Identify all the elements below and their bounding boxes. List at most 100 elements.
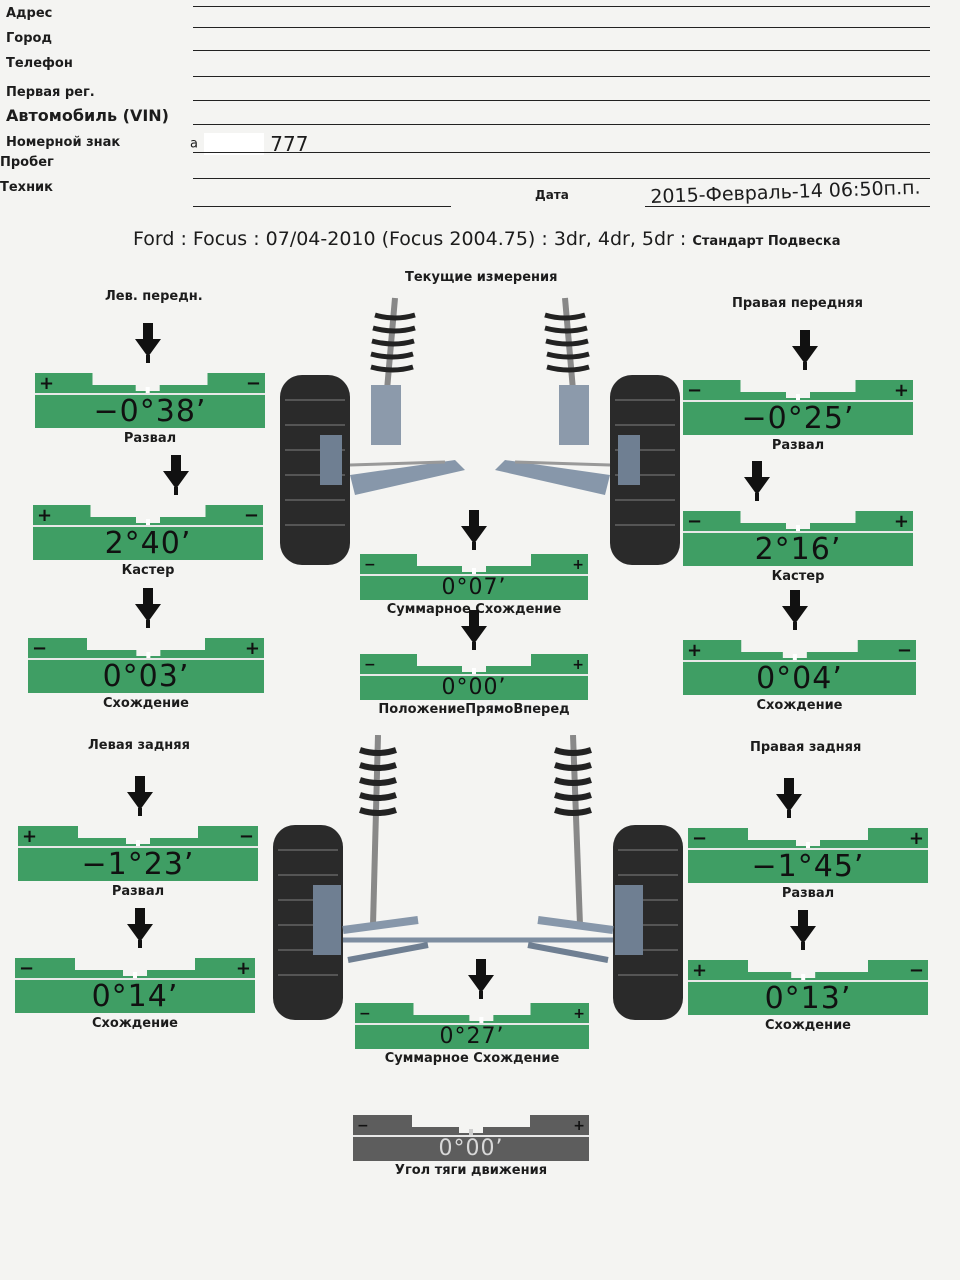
down-arrow-indicator-icon	[790, 910, 817, 950]
gauge-center-mark	[133, 972, 137, 980]
plate-line	[193, 152, 930, 153]
down-arrow-indicator-icon	[791, 330, 818, 370]
rear-axle-links	[342, 916, 614, 963]
down-arrow-indicator-icon	[775, 778, 802, 818]
down-arrow-indicator-icon	[461, 610, 487, 650]
gauge-scale-shape	[688, 828, 928, 850]
phone-line	[193, 76, 930, 77]
fl-caster-value: 2°40’	[33, 527, 263, 560]
fr-caster-value: 2°16’	[683, 533, 913, 566]
fl-toe-label: Схождение	[102, 696, 190, 711]
plate-prefix: а	[190, 136, 198, 152]
arrow-head-shape	[775, 778, 802, 812]
plus-sign: +	[893, 380, 909, 401]
gauge-center-mark	[472, 668, 476, 676]
down-arrow-indicator-icon	[461, 510, 487, 550]
rear-suspension-illustration	[273, 735, 683, 1020]
arrow-stem-shape	[792, 622, 797, 630]
gauge-scale	[18, 826, 258, 848]
front-left-strut	[349, 297, 465, 495]
technician-line	[193, 206, 451, 207]
rear-right-heading: Правая задняя	[750, 740, 862, 755]
gauge-scale	[15, 958, 255, 980]
gauge-scale-shape	[15, 958, 255, 980]
gauge-center-mark	[796, 394, 800, 402]
down-arrow-indicator-icon	[135, 588, 162, 628]
fl-caster-label: Кастер	[121, 563, 175, 578]
fl-camber-value: −0°38’	[35, 395, 265, 428]
arrow-head-shape	[781, 590, 808, 624]
address-line-2	[193, 27, 930, 28]
front-left-tire	[280, 375, 350, 565]
arrow-head-shape	[126, 908, 153, 942]
plate-redaction	[204, 133, 265, 155]
arrow-stem-shape	[786, 810, 791, 818]
gauge-center-mark	[792, 654, 797, 662]
rr-toe-label: Схождение	[764, 1018, 852, 1033]
date-label: Дата	[535, 188, 569, 202]
fr-camber-value: −0°25’	[683, 402, 913, 435]
vin-line	[193, 124, 930, 125]
gauge-scale	[355, 1003, 589, 1025]
address-line	[193, 6, 930, 7]
front-suspension-illustration	[280, 297, 680, 565]
arrow-head-shape	[743, 461, 770, 495]
gauge-scale-shape	[683, 640, 916, 662]
arrow-stem-shape	[173, 487, 178, 495]
arrow-head-shape	[461, 510, 487, 544]
plus-sign: +	[37, 505, 53, 526]
plus-sign: +	[244, 638, 260, 659]
minus-sign: −	[687, 380, 703, 401]
gauge-scale-shape	[688, 960, 928, 982]
gauge-separator	[355, 1023, 589, 1025]
gauge-scale	[683, 380, 913, 402]
gauge-center-mark	[469, 1129, 473, 1137]
front-right-tire	[610, 375, 680, 565]
arrow-stem-shape	[754, 493, 759, 501]
gauge-scale	[360, 654, 588, 676]
rl-toe-label: Схождение	[91, 1016, 179, 1031]
arrow-stem-shape	[479, 991, 484, 999]
front-right-hub	[618, 435, 640, 485]
minus-sign: −	[359, 1006, 371, 1022]
date-value: 2015-Февраль-14 06:50п.п.	[650, 176, 921, 208]
down-arrow-indicator-icon	[127, 776, 154, 816]
rl-camber-value: −1°23’	[18, 848, 258, 881]
vin-label: Автомобиль (VIN)	[6, 106, 169, 125]
plate-label: Номерной знак	[6, 135, 121, 150]
minus-sign: −	[238, 826, 254, 847]
gauge-separator	[688, 848, 928, 850]
arrow-stem-shape	[145, 355, 150, 363]
first-reg-label: Первая рег.	[6, 85, 95, 100]
suspension-type: Стандарт Подвеска	[692, 234, 841, 249]
rl-toe-value: 0°14’	[15, 980, 255, 1013]
gauge-separator	[360, 574, 588, 576]
rear-left-tire	[273, 825, 343, 1020]
thrust-angle-value: 0°00’	[353, 1137, 589, 1161]
down-arrow-indicator-icon	[468, 959, 495, 999]
fl-toe-value: 0°03’	[28, 660, 264, 693]
plus-sign: +	[22, 826, 38, 847]
city-line	[193, 50, 930, 51]
gauge-center-mark	[796, 525, 800, 533]
minus-sign: −	[364, 657, 376, 673]
arrow-stem-shape	[801, 942, 806, 950]
minus-sign: −	[32, 638, 48, 659]
arrow-head-shape	[127, 776, 154, 810]
arrow-stem-shape	[472, 642, 476, 650]
gauge-scale-shape	[28, 638, 264, 660]
gauge-scale	[360, 554, 588, 576]
vehicle-model: Ford : Focus : 07/04-2010 (Focus 2004.75…	[133, 228, 687, 250]
front-total-toe-label: Суммарное Схождение	[386, 602, 562, 617]
rear-right-spring	[554, 735, 592, 926]
rr-camber-label: Развал	[781, 886, 835, 901]
address-label: Адрес	[6, 6, 53, 21]
gauge-scale	[683, 640, 916, 662]
current-measurements-heading: Текущие измерения	[405, 270, 558, 285]
gauge-center-mark	[801, 974, 806, 982]
gauge-scale	[33, 505, 263, 527]
rear-right-tire	[613, 825, 683, 1020]
plus-sign: +	[908, 828, 924, 849]
arrow-head-shape	[134, 323, 161, 357]
front-left-hub	[320, 435, 342, 485]
